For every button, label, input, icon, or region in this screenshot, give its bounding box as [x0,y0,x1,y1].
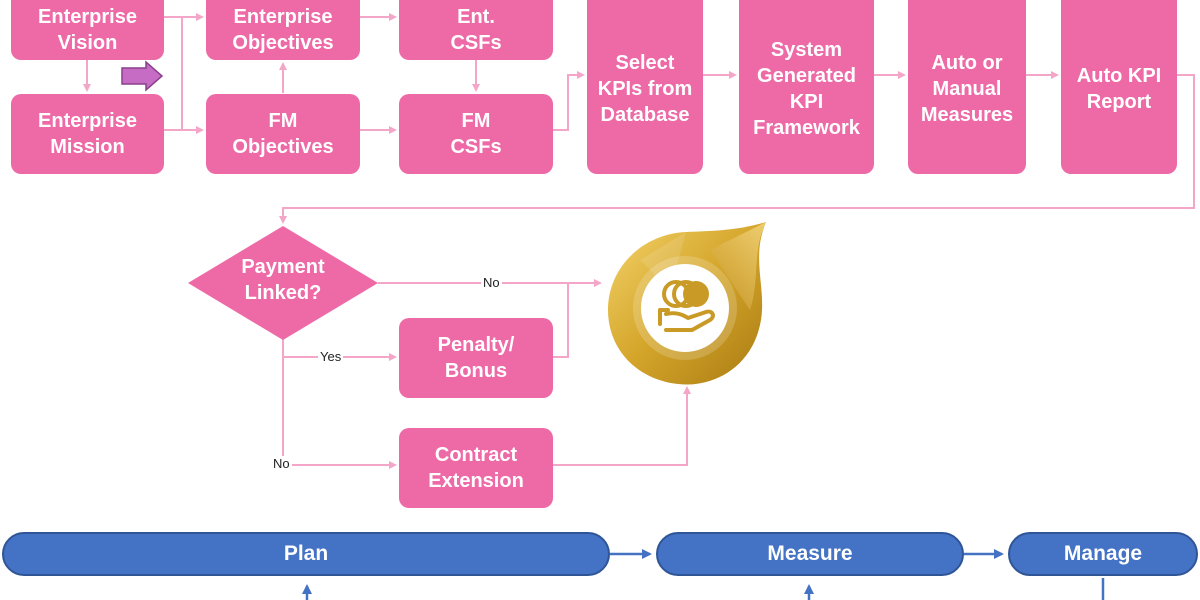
node-enterprise-mission: Enterprise Mission [11,94,164,174]
coins-in-hand-icon [608,222,766,385]
node-system-generated-kpi-framework: System Generated KPI Framework [739,0,874,174]
node-auto-or-manual-measures: Auto or Manual Measures [908,0,1026,174]
node-contract-extension: Contract Extension [399,428,553,508]
edge-label-no-top: No [481,275,502,290]
node-auto-kpi-report: Auto KPI Report [1061,0,1177,174]
node-enterprise-objectives: Enterprise Objectives [206,0,360,60]
node-ent-csfs: Ent. CSFs [399,0,553,60]
phase-measure: Measure [656,532,964,576]
phase-manage: Manage [1008,532,1198,576]
node-fm-objectives: FM Objectives [206,94,360,174]
phase-manage-label: Manage [1063,542,1143,565]
payment-linked-label: Payment Linked? [241,256,325,304]
node-fm-csfs: FM CSFs [399,94,553,174]
phase-plan: Plan [2,532,610,576]
node-enterprise-vision: Enterprise Vision [11,0,164,60]
edge-label-no-bottom: No [271,456,292,471]
phase-plan-label: Plan [283,542,329,565]
phase-measure-label: Measure [767,542,853,565]
node-select-kpis: Select KPIs from Database [587,0,703,174]
purple-arrow-icon [121,60,164,92]
node-penalty-bonus: Penalty/ Bonus [399,318,553,398]
edge-label-yes: Yes [318,349,344,364]
